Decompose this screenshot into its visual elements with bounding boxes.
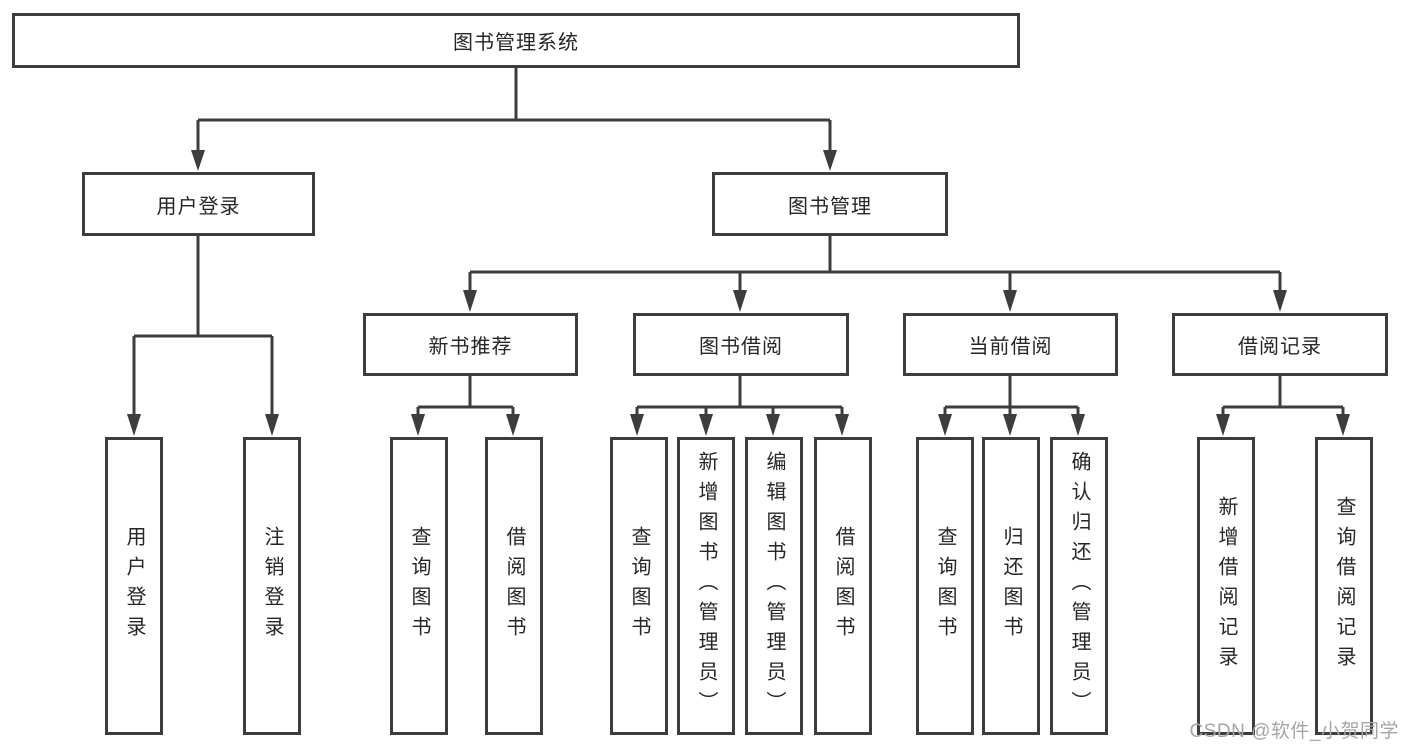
leaf-borrow-books: 借阅图书 xyxy=(814,437,872,735)
leaf-query-books-recommend: 查询图书 xyxy=(390,437,448,735)
node-book-management: 图书管理 xyxy=(712,172,948,236)
node-label: 借阅图书 xyxy=(832,526,854,646)
node-library-management-system: 图书管理系统 xyxy=(12,13,1020,68)
node-label: 确认归还（管理员） xyxy=(1068,451,1090,721)
leaf-query-books-current: 查询图书 xyxy=(916,437,974,735)
node-label: 查询借阅记录 xyxy=(1333,496,1355,676)
leaf-borrow-books-recommend: 借阅图书 xyxy=(485,437,543,735)
node-label: 新增借阅记录 xyxy=(1215,496,1237,676)
csdn-watermark: CSDN @软件_小贺同学 xyxy=(1189,721,1399,742)
node-label: 编辑图书（管理员） xyxy=(763,451,785,721)
node-label: 归还图书 xyxy=(1000,526,1022,646)
leaf-add-books-admin: 新增图书（管理员） xyxy=(677,437,735,735)
node-label: 图书管理 xyxy=(788,195,872,218)
node-label: 借阅图书 xyxy=(503,526,525,646)
leaf-return-books: 归还图书 xyxy=(982,437,1040,735)
node-label: 查询图书 xyxy=(934,526,956,646)
node-label: 查询图书 xyxy=(408,526,430,646)
leaf-edit-books-admin: 编辑图书（管理员） xyxy=(745,437,803,735)
node-label: 注销登录 xyxy=(261,526,283,646)
node-label: 新书推荐 xyxy=(428,336,513,358)
node-label: 查询图书 xyxy=(628,526,650,646)
leaf-add-borrow-record: 新增借阅记录 xyxy=(1197,437,1255,735)
leaf-query-borrow-record: 查询借阅记录 xyxy=(1315,437,1373,735)
node-label: 借阅记录 xyxy=(1238,336,1322,358)
leaf-user-login: 用户登录 xyxy=(105,437,163,735)
node-label: 图书管理系统 xyxy=(453,32,579,54)
leaf-confirm-return-admin: 确认归还（管理员） xyxy=(1050,437,1108,735)
node-label: 新增图书（管理员） xyxy=(695,451,717,721)
node-user-login: 用户登录 xyxy=(82,172,315,236)
node-new-book-recommend: 新书推荐 xyxy=(363,313,578,376)
leaf-query-books-borrowing: 查询图书 xyxy=(610,437,668,735)
node-label: 当前借阅 xyxy=(968,336,1053,358)
node-label: 图书借阅 xyxy=(699,336,783,358)
node-label: 用户登录 xyxy=(156,195,241,218)
node-borrowing-records: 借阅记录 xyxy=(1172,313,1388,376)
node-label: 用户登录 xyxy=(123,526,145,646)
leaf-logout: 注销登录 xyxy=(243,437,301,735)
node-book-borrowing: 图书借阅 xyxy=(633,313,849,376)
node-current-borrowing: 当前借阅 xyxy=(903,313,1118,376)
